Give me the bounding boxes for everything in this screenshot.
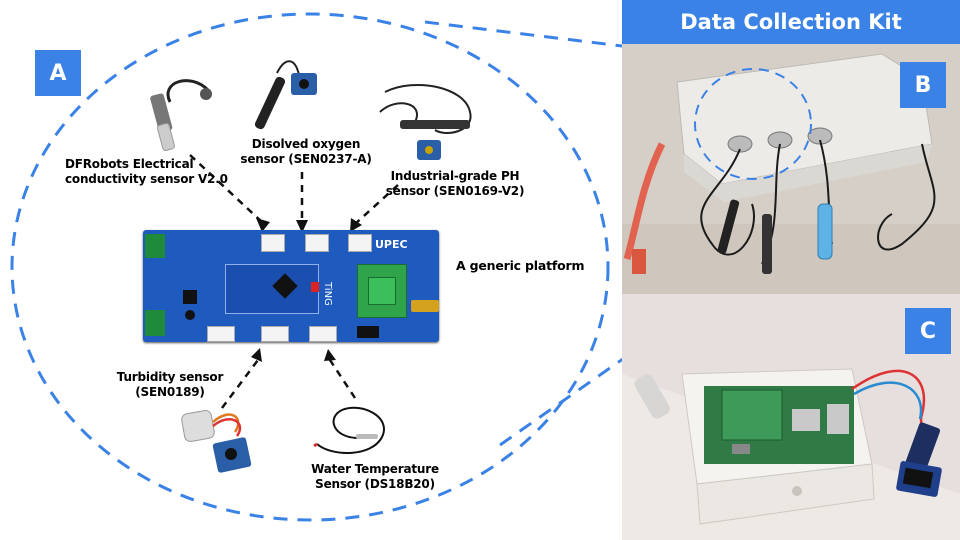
- oxygen-label-line1: Disolved oxygen: [251, 137, 361, 151]
- radio-chip: [368, 277, 396, 305]
- pwr-terminal: [145, 310, 165, 336]
- temperature-label-line1: Water Temperature: [311, 462, 439, 476]
- temperature-sensor-image: [313, 406, 385, 454]
- kit-title: Data Collection Kit: [622, 0, 960, 44]
- panel-c-badge: C: [905, 308, 951, 354]
- turbidity-sensor-image: [181, 410, 252, 473]
- connector-ec: [261, 234, 285, 252]
- gateway-photo: C: [622, 294, 960, 540]
- chip-a: [183, 290, 197, 304]
- conductivity-probe-image: [150, 79, 212, 151]
- conductivity-label-line1: DFRobots Electrical: [65, 157, 194, 171]
- turbidity-sensor-label: Turbidity sensor (SEN0189): [100, 370, 240, 400]
- mcu-chip: [272, 273, 298, 299]
- power-terminal: [145, 234, 165, 258]
- header-pins: [357, 326, 379, 338]
- antenna-connector: [411, 300, 439, 312]
- panel-b-badge: B: [900, 62, 946, 108]
- ph-label-line2: sensor (SEN0169-V2): [385, 184, 525, 198]
- ph-probe-image: [379, 84, 472, 160]
- connector-ph: [348, 234, 372, 252]
- connector-tmp: [309, 326, 337, 342]
- connector-wl: [207, 326, 235, 342]
- conductivity-label-line2: conductivity sensor V2.0: [65, 172, 228, 186]
- capacitor: [185, 310, 195, 320]
- generic-platform-board: UPEC TiNG: [143, 230, 439, 342]
- oxygen-label-line2: sensor (SEN0237-A): [240, 152, 372, 166]
- kit-box-photo: B: [622, 44, 960, 294]
- turbidity-label-line2: (SEN0189): [135, 385, 205, 399]
- oxygen-probe-image: [255, 60, 317, 130]
- ph-label-line1: Industrial-grade PH: [390, 169, 520, 183]
- panel-a-badge: A: [35, 50, 81, 96]
- connector-wl2: [261, 326, 289, 342]
- board-model: TiNG: [322, 282, 333, 306]
- oxygen-sensor-label: Disolved oxygen sensor (SEN0237-A): [236, 137, 376, 167]
- radio-module: [357, 264, 407, 318]
- connector-o2: [305, 234, 329, 252]
- conductivity-sensor-label: DFRobots Electrical conductivity sensor …: [65, 157, 228, 187]
- microcontroller-module: [225, 264, 319, 314]
- reset-button: [311, 282, 319, 292]
- platform-label: A generic platform: [456, 258, 585, 273]
- temperature-sensor-label: Water Temperature Sensor (DS18B20): [305, 462, 445, 492]
- temperature-label-line2: Sensor (DS18B20): [315, 477, 435, 491]
- gateway-illustration: [622, 294, 960, 540]
- ph-sensor-label: Industrial-grade PH sensor (SEN0169-V2): [385, 169, 525, 199]
- turbidity-label-line1: Turbidity sensor: [116, 370, 224, 384]
- board-brand: UPEC: [375, 238, 408, 251]
